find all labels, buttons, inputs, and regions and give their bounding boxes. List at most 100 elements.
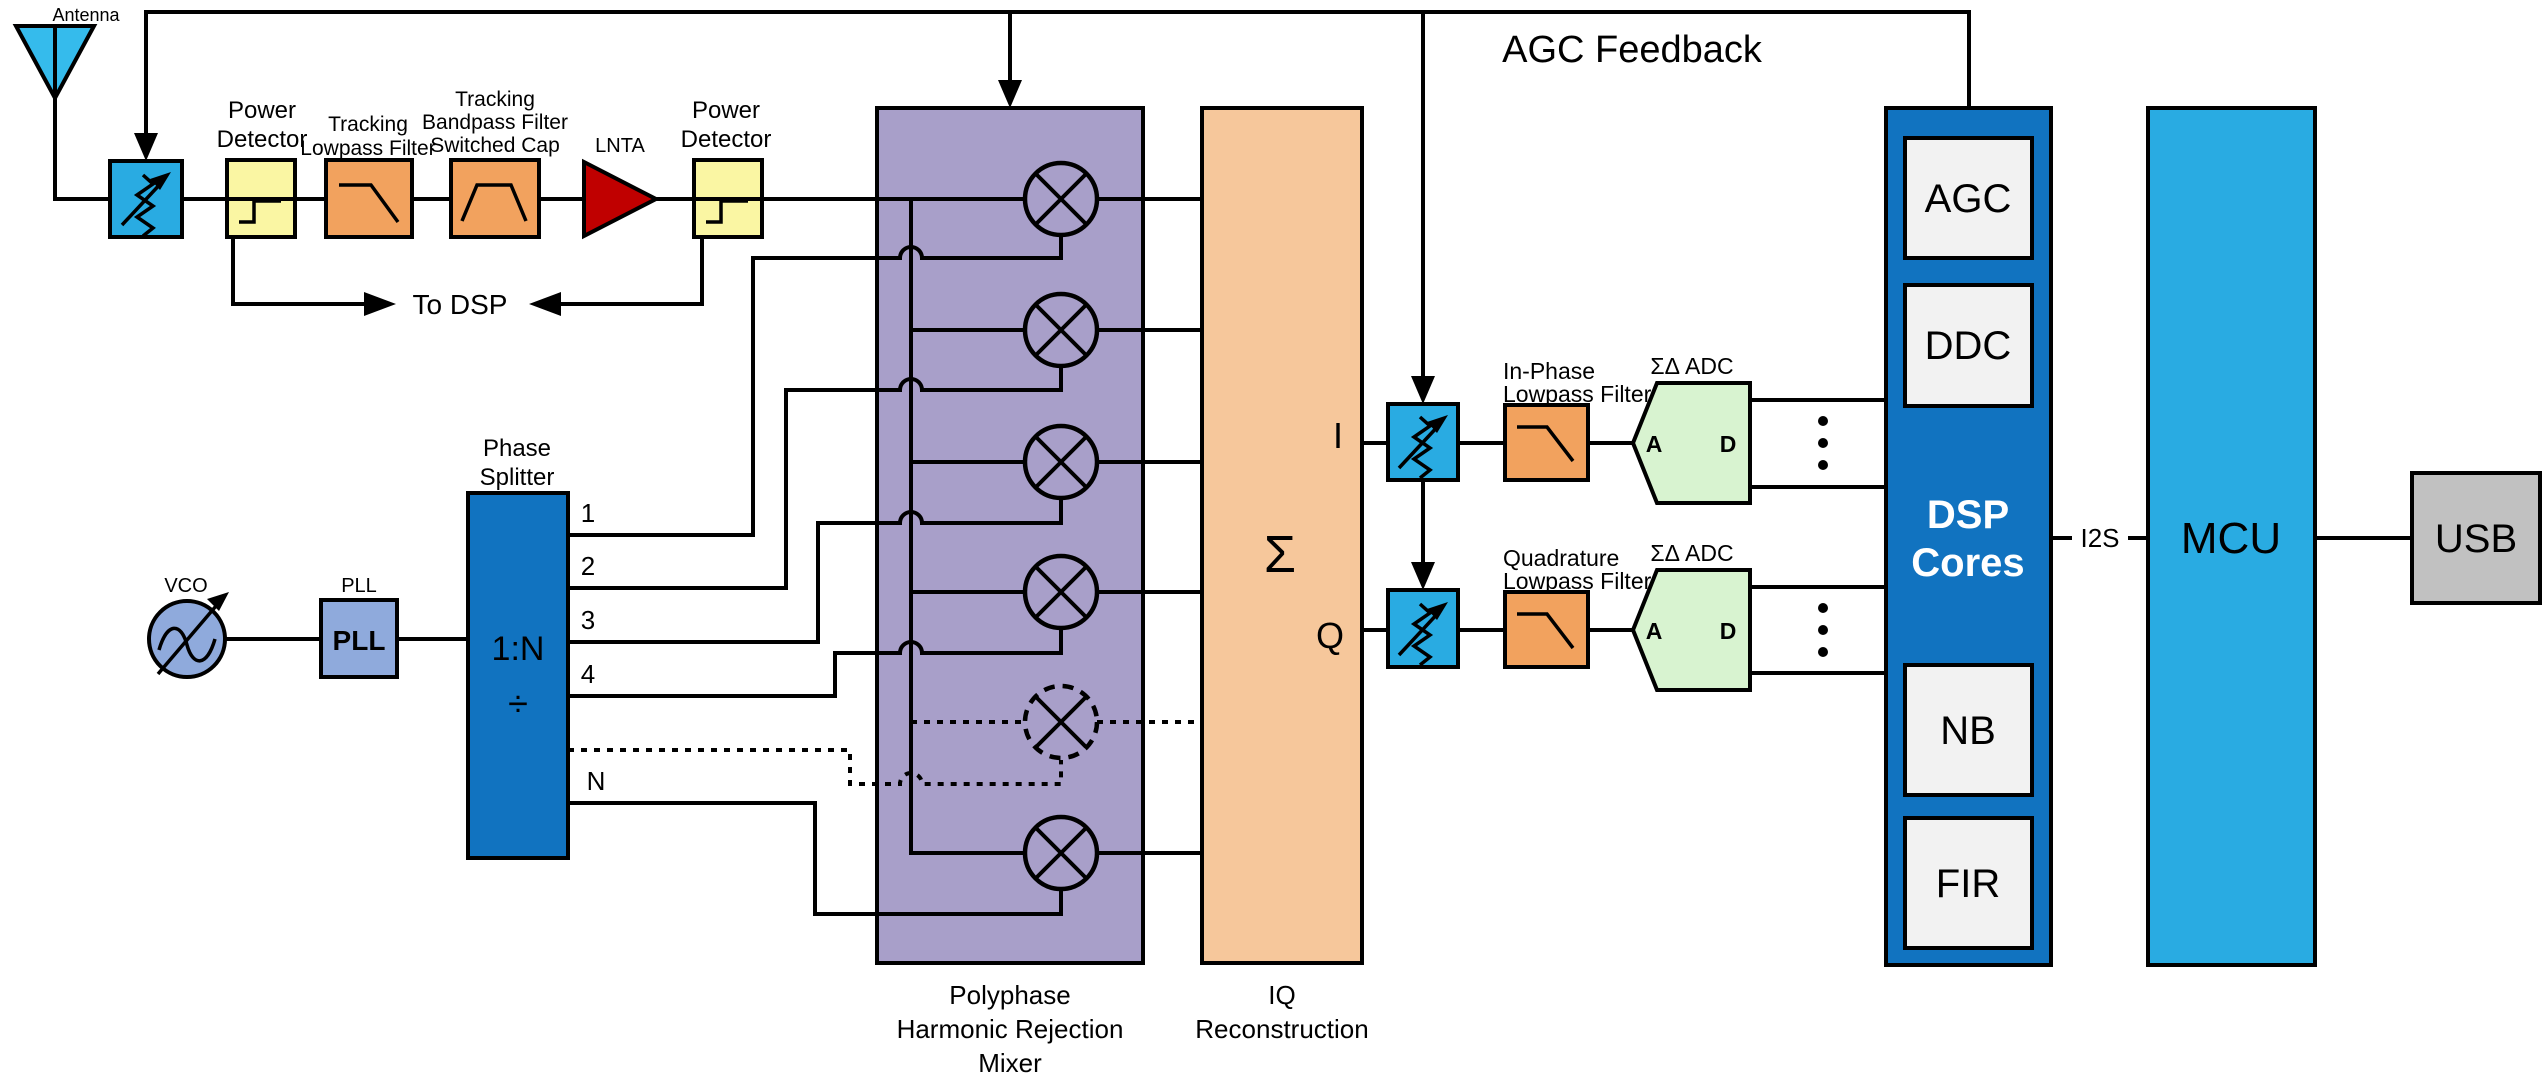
pll-label: PLL	[341, 575, 377, 597]
tracking-bandpass-filter	[449, 158, 541, 239]
inphase-lowpass-filter	[1503, 403, 1590, 482]
phase-splitter-label-line1: Phase	[483, 435, 551, 462]
inphase-lpf-label-line2: Lowpass Filter	[1503, 381, 1652, 407]
splitter-output-3: 3	[581, 605, 595, 635]
ddc-block	[1903, 283, 2034, 408]
fir-block	[1903, 816, 2034, 950]
mixer-6	[1022, 814, 1100, 892]
arrow-to-dsp-right	[529, 292, 561, 316]
mixer-4	[1022, 553, 1100, 631]
power-detector-2-label-line2: Detector	[681, 126, 772, 153]
mixer-5-x-icon	[1034, 695, 1088, 749]
power-detector-2-icon	[706, 199, 748, 224]
tracking-lpf-label-line2: Lowpass Filter	[300, 137, 435, 160]
ddc-block-label: DDC	[1925, 324, 2012, 368]
mixer-label-line2: Harmonic Rejection	[897, 1014, 1124, 1044]
quadrature-lpf-label-line1: Quadrature	[1503, 545, 1619, 571]
dsp-cores-label-line1: DSP	[1927, 493, 2009, 537]
q-vga-arrow-icon	[1397, 609, 1442, 657]
q-label: Q	[1316, 615, 1344, 656]
mixer-1-x-icon	[1034, 172, 1088, 226]
vco-arrowhead	[207, 592, 229, 611]
attenuator-arrowhead	[150, 172, 171, 190]
splitter-output-n: N	[587, 766, 606, 796]
phase-splitter-ratio: 1:N	[492, 630, 545, 668]
usb-label: USB	[2435, 517, 2517, 561]
power-detector-1-label-line1: Power	[228, 97, 296, 124]
wire-pd1-to-dsp	[231, 237, 367, 306]
arrow-to-dsp-left	[364, 292, 396, 316]
iq-label-line2: Reconstruction	[1195, 1014, 1368, 1044]
i-vga-zigzag-icon	[1410, 415, 1434, 480]
power-detector-1-icon	[239, 199, 281, 224]
inphase-lpf-label-line1: In-Phase	[1503, 358, 1595, 384]
sigma-delta-adc-i	[1630, 381, 1752, 505]
i-bus-dots-icon	[1818, 416, 1828, 470]
q-vga	[1386, 588, 1460, 669]
power-detector-1-label-line2: Detector	[217, 126, 308, 153]
mixer-6-x-icon	[1034, 826, 1088, 880]
tracking-bpf-label-line1: Tracking	[455, 88, 535, 111]
adc-i-a-label: A	[1646, 431, 1663, 457]
pll	[319, 598, 399, 679]
wire-lo-n	[568, 801, 1063, 916]
lnta-label: LNTA	[595, 135, 645, 157]
iq-label-line1: IQ	[1268, 980, 1295, 1010]
rf-attenuator	[108, 159, 184, 239]
phase-splitter	[466, 491, 570, 860]
adc-q-label: ΣΔ ADC	[1650, 540, 1733, 566]
vco-label: VCO	[164, 575, 207, 597]
q-lowpass-curve-icon	[1517, 612, 1575, 650]
arrow-into-i-vga	[1411, 376, 1435, 404]
mixer-label-line1: Polyphase	[949, 980, 1070, 1010]
fir-block-label: FIR	[1936, 862, 2000, 906]
nb-block-label: NB	[1940, 709, 1996, 753]
agc-block-label: AGC	[1925, 177, 2012, 221]
wire-agc-feedback	[144, 10, 1971, 135]
mixer-1	[1022, 160, 1100, 238]
mixer-label-line3: Mixer	[978, 1048, 1042, 1078]
sigma-label: Σ	[1264, 526, 1296, 584]
adc-q-d-label: D	[1720, 618, 1737, 644]
dsp-cores-label-line2: Cores	[1911, 541, 2024, 585]
wire-rf-main	[53, 26, 1025, 201]
attenuator-zigzag-icon	[133, 173, 157, 238]
power-detector-2-label-line1: Power	[692, 97, 760, 124]
mixer-5-dashed	[1022, 683, 1100, 761]
mixer-2-x-icon	[1034, 303, 1088, 357]
tracking-lowpass-filter	[324, 158, 414, 239]
i-label: I	[1333, 415, 1343, 456]
i-vga-arrow-icon	[1397, 422, 1442, 470]
lnta-amplifier	[582, 158, 661, 240]
arrow-into-attenuator	[134, 133, 158, 161]
mixer-bank	[1022, 160, 1100, 892]
tracking-lpf-label-line1: Tracking	[328, 113, 408, 136]
splitter-output-1: 1	[581, 498, 595, 528]
adc-q-a-label: A	[1646, 618, 1663, 644]
agc-feedback-label: AGC Feedback	[1502, 29, 1763, 71]
nb-block	[1903, 663, 2034, 797]
q-bus-dots-icon	[1818, 603, 1828, 657]
sine-icon	[157, 626, 217, 663]
antenna-label: Antenna	[52, 5, 120, 25]
iq-reconstruction-box	[1200, 106, 1364, 965]
i-vga	[1386, 402, 1460, 482]
i2s-label: I2S	[2080, 523, 2119, 553]
quadrature-lpf-label-line2: Lowpass Filter	[1503, 568, 1652, 594]
tracking-bpf-label-line2: Bandpass Filter	[422, 111, 568, 134]
arrow-into-q-vga	[1411, 562, 1435, 590]
usb-box	[2410, 471, 2542, 605]
i-lowpass-curve-icon	[1517, 425, 1575, 463]
polyphase-mixer-box	[875, 106, 1145, 965]
q-vga-arrowhead	[1427, 602, 1448, 620]
adc-i-label: ΣΔ ADC	[1650, 353, 1733, 379]
mcu-box	[2146, 106, 2317, 967]
i2s-label-bg	[2072, 518, 2128, 554]
adc-i-d-label: D	[1720, 431, 1737, 457]
wire-pd2-to-dsp	[558, 237, 704, 306]
splitter-output-2: 2	[581, 551, 595, 581]
arrow-into-mixer-box	[998, 80, 1022, 108]
i-vga-arrowhead	[1427, 415, 1448, 433]
